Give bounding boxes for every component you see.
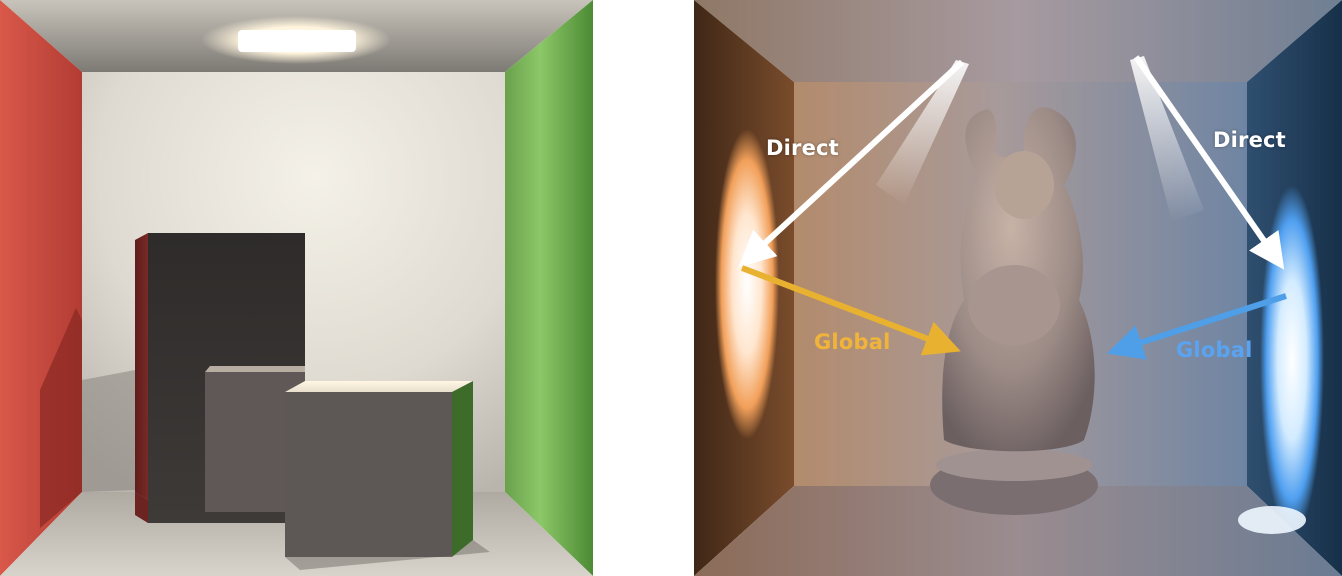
global-illumination-image: Direct Direct Global Global: [694, 0, 1342, 576]
global-arrow-right: [1106, 293, 1287, 360]
front-cube-shadow: [285, 540, 490, 570]
back-wall-shadow: [82, 370, 135, 492]
gi-scene-svg: [694, 0, 1342, 576]
cool-light-spot: [1260, 185, 1324, 535]
short-block-middle-top: [205, 366, 305, 372]
floor-light-spot: [1238, 506, 1306, 534]
cornell-box-svg: [0, 0, 593, 576]
direct-arrow-left: [738, 59, 965, 268]
global-label-left: Global: [814, 330, 891, 354]
cornell-box-image: [0, 0, 593, 576]
buddha-belly: [968, 265, 1060, 345]
short-block-middle: [205, 366, 305, 512]
direct-label-left: Direct: [766, 136, 839, 160]
tall-block-reflection: [135, 492, 148, 523]
statue-base-top: [936, 449, 1092, 481]
green-wall: [505, 0, 593, 576]
front-cube-top: [285, 381, 473, 392]
front-cube-side: [452, 381, 473, 557]
buddha-head: [994, 151, 1054, 219]
right-spotlight-beam: [1130, 56, 1204, 222]
left-spotlight-beam: [876, 60, 969, 205]
ceiling-light: [238, 30, 356, 52]
front-cube-front: [285, 392, 452, 557]
warm-light-spot: [715, 129, 779, 439]
floor: [694, 486, 1342, 576]
red-wall-shadow: [40, 308, 82, 528]
tall-block-side: [135, 233, 148, 500]
direct-arrow-right: [1133, 55, 1285, 270]
direct-label-right: Direct: [1213, 128, 1286, 152]
ceiling: [694, 0, 1342, 82]
global-arrow-left: [740, 265, 961, 356]
global-label-right: Global: [1176, 338, 1253, 362]
